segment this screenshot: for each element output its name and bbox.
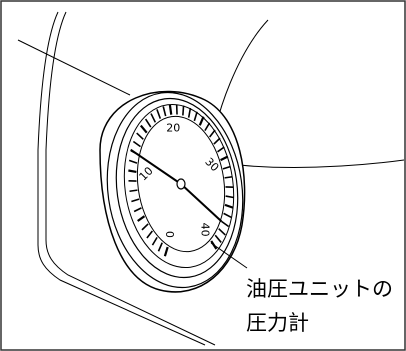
gauge-tick xyxy=(220,155,229,162)
gauge-tick xyxy=(223,212,232,219)
gauge-tick xyxy=(144,118,152,128)
gauge-tick xyxy=(157,242,163,252)
gauge-tick-label: 40 xyxy=(199,223,212,237)
caption-line-2: 圧力計 xyxy=(246,311,309,335)
gauge-tick xyxy=(150,113,157,123)
gauge-tick xyxy=(182,105,185,116)
gauge-tick xyxy=(209,129,216,138)
gauge-tick xyxy=(221,220,230,228)
gauge-tick xyxy=(132,140,141,148)
gauge-tick xyxy=(156,109,162,119)
gauge-tick xyxy=(218,228,226,236)
gauge-tick xyxy=(133,207,142,213)
gauge-tick xyxy=(213,137,221,145)
gauge-tick xyxy=(217,146,225,153)
housing-panel-outer xyxy=(37,11,206,346)
gauge-tick xyxy=(141,223,149,231)
gauge-tick xyxy=(162,106,167,117)
gauge-tick xyxy=(193,111,198,122)
needle-tail xyxy=(180,183,223,223)
gauge-tick xyxy=(222,165,231,170)
gauge-tick xyxy=(136,132,144,140)
leader-line xyxy=(210,242,248,269)
gauge-tick-label: 0 xyxy=(164,231,177,238)
gauge-tick xyxy=(139,124,148,134)
diagonal-line xyxy=(17,39,131,96)
needle-pointer xyxy=(130,148,182,185)
gauge-tick xyxy=(224,175,233,179)
gauge-tick-label: 20 xyxy=(166,122,180,135)
gauge-body xyxy=(99,90,246,293)
needle-hub xyxy=(176,178,186,190)
gauge-tick xyxy=(198,116,205,126)
housing-panel-inner xyxy=(45,11,216,346)
gauge-tick xyxy=(214,234,222,243)
gauge-tick xyxy=(137,215,146,222)
gauge-tick xyxy=(128,159,138,164)
gauge-tick xyxy=(163,246,169,257)
gauge-tick xyxy=(131,198,140,203)
gauge-tick xyxy=(225,195,234,199)
gauge-tick xyxy=(128,169,137,174)
gauge-tick xyxy=(168,104,173,115)
gauge-tick xyxy=(204,122,211,132)
gauge-tick xyxy=(224,203,234,209)
gauge-tick xyxy=(151,236,158,246)
gauge-tick xyxy=(146,230,153,239)
gauge-tick xyxy=(129,189,138,193)
gauge-needle xyxy=(130,148,223,223)
caption-line-1: 油圧ユニットの xyxy=(246,277,393,301)
gauge-tick xyxy=(187,107,192,118)
